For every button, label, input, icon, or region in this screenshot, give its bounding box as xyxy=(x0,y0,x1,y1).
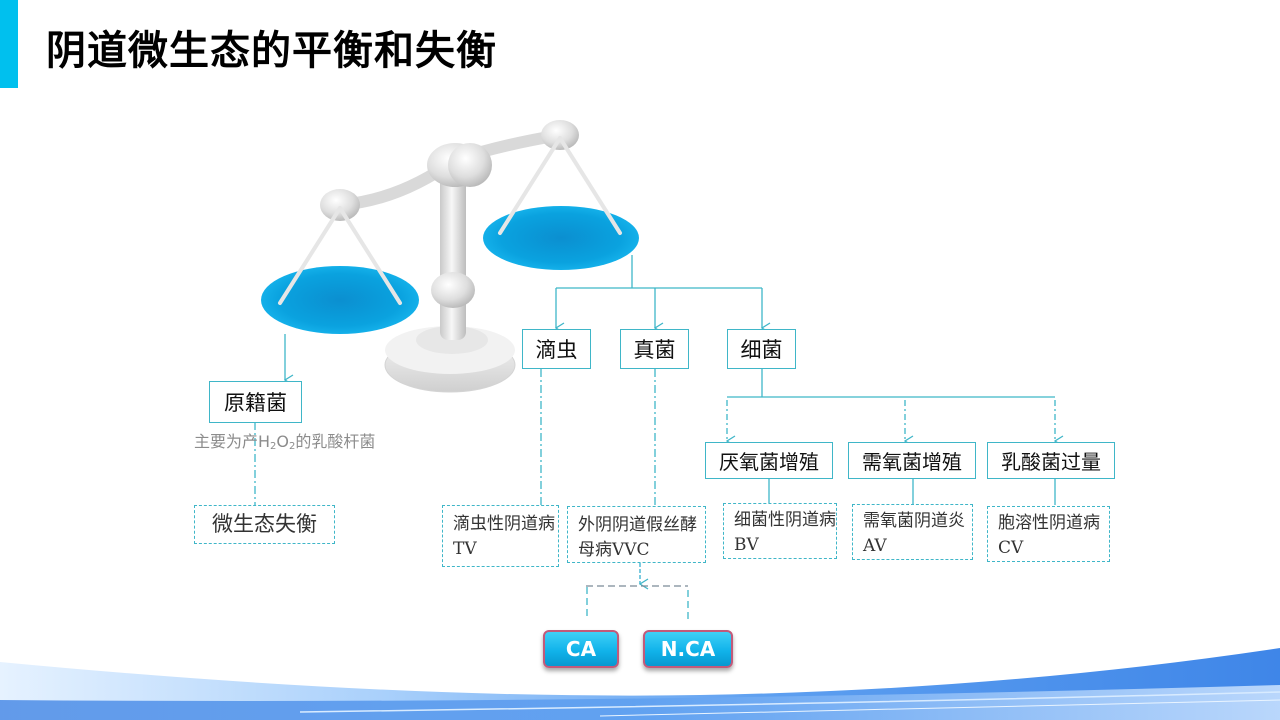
outcome-tv: 滴虫性阴道病TV xyxy=(442,505,559,567)
subtype-nca-button[interactable]: N.CA xyxy=(643,630,733,668)
outcome-microecology-imbalance: 微生态失衡 xyxy=(194,505,335,544)
title-accent-bar xyxy=(0,0,18,88)
subtype-ca-button[interactable]: CA xyxy=(543,630,619,668)
node-lactobacillus-excess: 乳酸菌过量 xyxy=(987,442,1115,479)
bottom-wave-decoration xyxy=(0,648,1280,720)
outcome-bv: 细菌性阴道病BV xyxy=(723,503,837,559)
page-title: 阴道微生态的平衡和失衡 xyxy=(46,28,497,74)
node-anaerobe-proliferation: 厌氧菌增殖 xyxy=(705,442,833,479)
indigenous-bacteria-note: 主要为产H2O2的乳酸杆菌 xyxy=(194,432,376,452)
outcome-vvc: 外阴阴道假丝酵母病VVC xyxy=(567,506,706,563)
outcome-av: 需氧菌阴道炎AV xyxy=(852,504,973,560)
outcome-cv: 胞溶性阴道病CV xyxy=(987,506,1110,562)
node-bacteria: 细菌 xyxy=(727,329,796,369)
node-fungi: 真菌 xyxy=(620,329,689,369)
balance-scale-icon xyxy=(261,120,639,393)
node-indigenous-bacteria: 原籍菌 xyxy=(209,381,302,423)
node-trichomonas: 滴虫 xyxy=(522,329,591,369)
node-aerobe-proliferation: 需氧菌增殖 xyxy=(848,442,976,479)
